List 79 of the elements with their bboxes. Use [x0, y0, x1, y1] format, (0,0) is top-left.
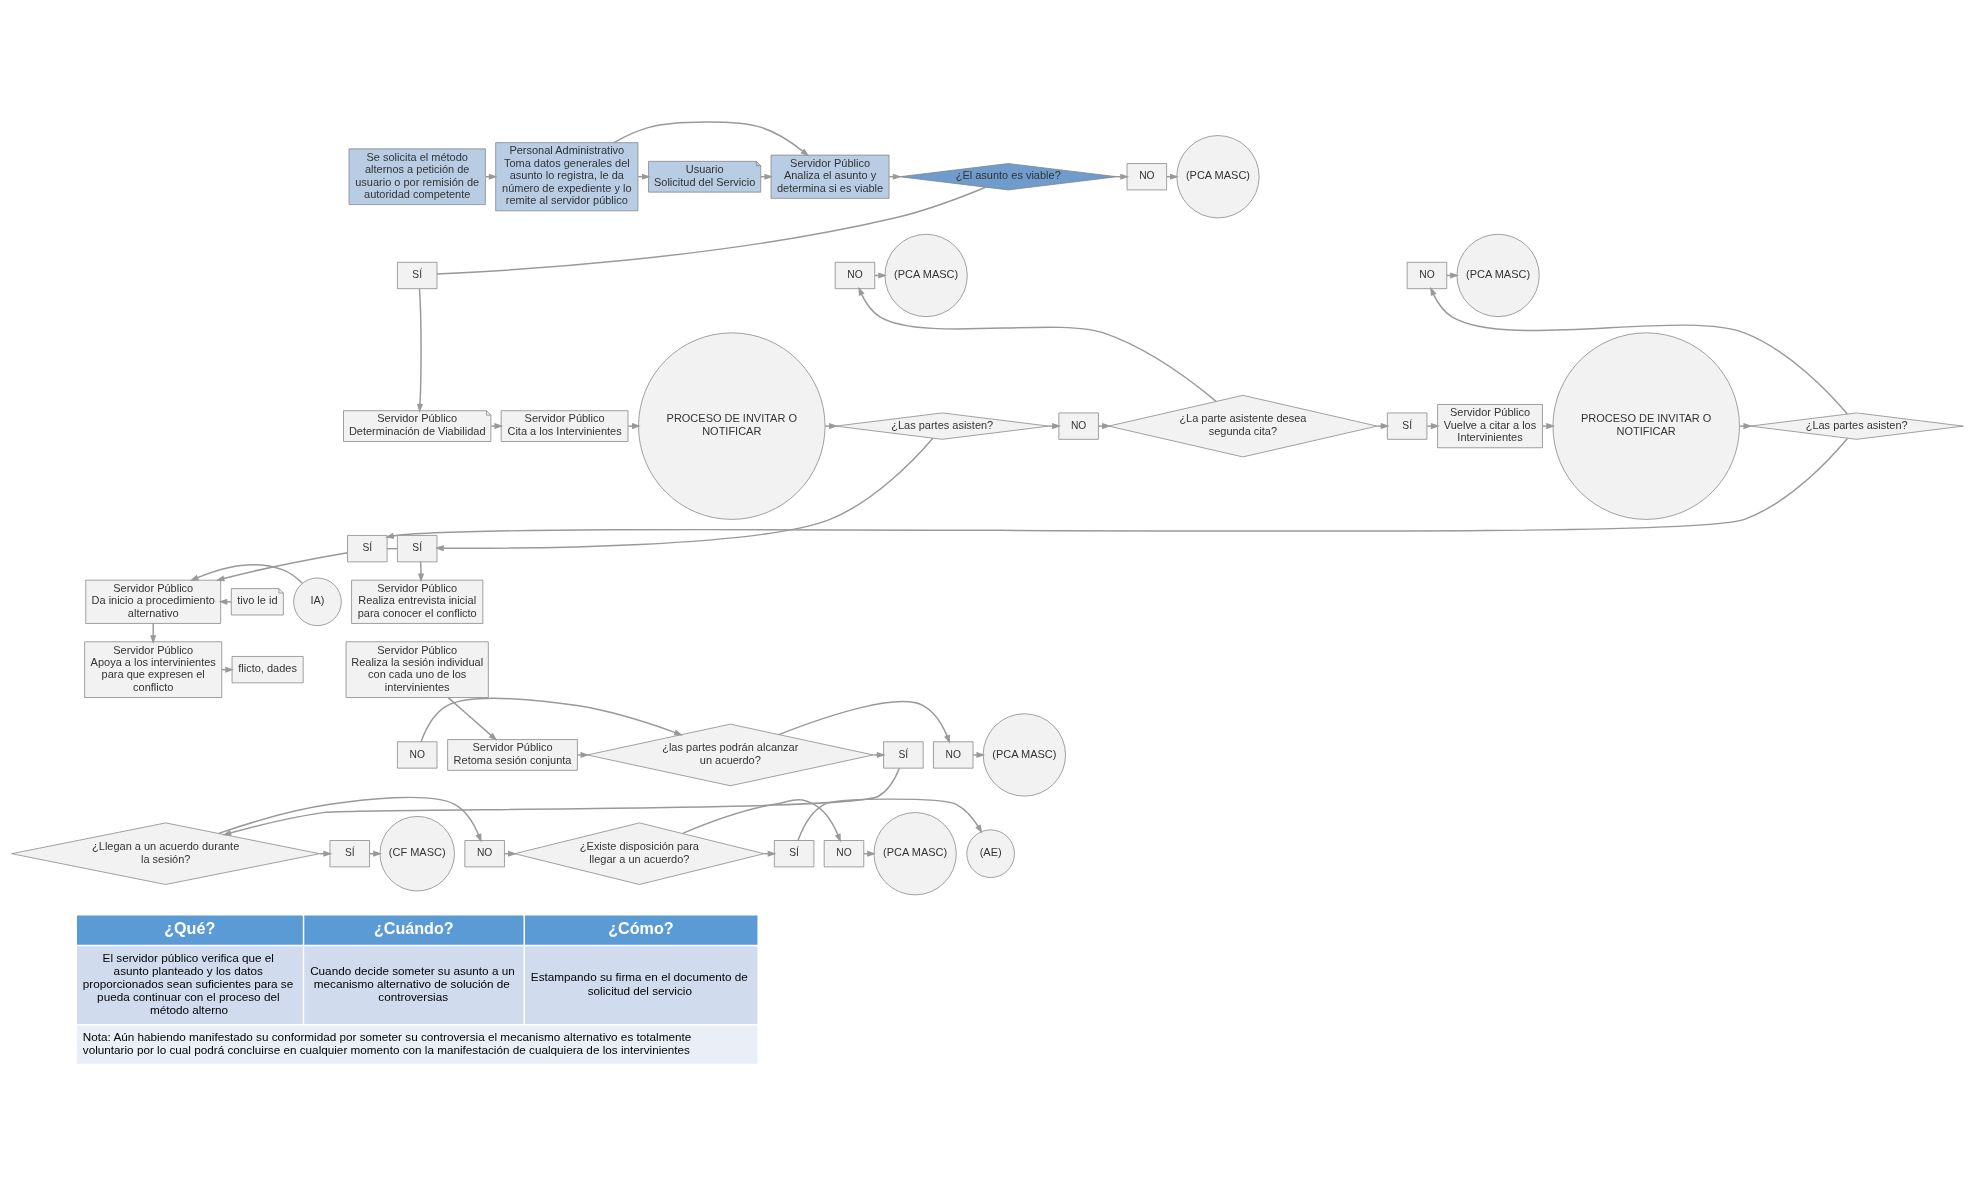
- node-box: SÍ: [347, 534, 388, 562]
- node-diamond: ¿Las partes asisten?: [1749, 412, 1964, 440]
- node-box: NO: [1126, 162, 1167, 190]
- node-box: Servidor Público Vuelve a citar a los Intervinientes: [1437, 403, 1543, 448]
- node-box: SÍ: [329, 839, 370, 867]
- label: Cuando decide someter su asunto a un mecanismo alternativo de solución de controversias: [310, 963, 515, 1003]
- node-circle: (CF MASC): [379, 815, 455, 891]
- node-diamond: ¿Las partes asisten?: [835, 412, 1050, 440]
- arrow: [576, 751, 590, 758]
- arrow: [490, 422, 504, 429]
- node-box: NO: [933, 740, 974, 768]
- node-box: NO: [823, 839, 865, 867]
- node-box: flicto, dades: [231, 655, 304, 683]
- node-box: SÍ: [397, 261, 438, 289]
- node-box: SÍ: [397, 534, 438, 562]
- arrow: [627, 422, 641, 429]
- node-box: Se solicita el método alternos a petición de usuario o por remisión de autoridad competente: [348, 148, 486, 205]
- node-diamond: ¿Llegan a un acuerdo durante la sesión?: [11, 822, 321, 885]
- arrow: [222, 766, 901, 836]
- arrow: [1541, 422, 1556, 429]
- arrow: [218, 796, 482, 842]
- node-box: Servidor Público Retoma sesión conjunta: [447, 738, 578, 771]
- label: ¿Qué?: [164, 918, 216, 937]
- arrow: [1097, 422, 1111, 429]
- node-box: NO: [397, 740, 438, 768]
- arrow: [150, 622, 157, 644]
- arrow: [218, 598, 232, 605]
- node-box: Servidor Público Realiza entrevista inicial para conocer el conflicto: [351, 579, 484, 624]
- node-box: NO: [834, 261, 876, 289]
- label: Estampando su firma en el documento de solicitud del servicio: [530, 969, 748, 997]
- label: ¿Cómo?: [608, 918, 674, 937]
- arrow: [613, 120, 810, 156]
- node-diamond: ¿La parte asistente desea segunda cita?: [1108, 394, 1378, 457]
- node-circle: (PCA MASC): [982, 712, 1066, 796]
- arrow: [872, 751, 886, 758]
- arrow: [824, 422, 838, 429]
- node-box: SÍ: [1387, 412, 1428, 440]
- arrow: [1048, 422, 1061, 429]
- arrow: [435, 437, 934, 551]
- arrow: [189, 563, 303, 584]
- node-circle: (PCA MASC): [1176, 134, 1260, 218]
- node-box: Servidor Público Apoya a los intervinientes para que expresen el conflicto: [84, 640, 223, 698]
- node-circle: PROCESO DE INVITAR O NOTIFICAR: [1552, 332, 1740, 520]
- arrow: [1426, 422, 1440, 429]
- label: ¿Cuándo?: [373, 918, 454, 937]
- node-box: NO: [1406, 261, 1448, 289]
- node-circle: IA): [293, 577, 342, 626]
- node-circle: (AE): [966, 829, 1015, 878]
- arrow: [420, 697, 683, 742]
- node-box: SÍ: [883, 740, 924, 768]
- node-box: Servidor Público Cita a los Intervinientes: [500, 409, 629, 442]
- arrow: [681, 798, 841, 842]
- arrow: [972, 751, 986, 758]
- arrow: [447, 696, 498, 741]
- arrow: [1430, 286, 1849, 415]
- arrow: [797, 797, 983, 841]
- arrow: [1376, 422, 1390, 429]
- arrow: [416, 287, 424, 413]
- node-box: Servidor Público Da inicio a procedimiento alternativo: [85, 579, 222, 624]
- node-box: SÍ: [773, 839, 815, 867]
- arrow: [215, 551, 349, 581]
- node-box: Servidor Público Realiza la sesión individual con cada uno de los intervinientes: [345, 640, 489, 698]
- arrow: [417, 560, 425, 582]
- node-circle: PROCESO DE INVITAR O NOTIFICAR: [638, 332, 826, 520]
- arrow: [385, 437, 1849, 539]
- arrow: [778, 700, 951, 744]
- node-circle: (PCA MASC): [873, 811, 957, 895]
- node-box: Servidor Público Analiza el asunto y determina si es viable: [770, 154, 890, 199]
- node-box: Personal Administrativo Toma datos generales del asunto lo registra, le da número de expediente y lo remite al servidor público: [495, 141, 639, 211]
- node-diamond: ¿El asunto es viable?: [899, 162, 1118, 190]
- label: El servidor público verifica que el asunto planteado y los datos proporcionados sean suficientes para se pueda continuar con el proceso del método alterno: [82, 950, 294, 1016]
- node-diamond: ¿Existe disposición para llegar a un acuerdo?: [514, 822, 765, 885]
- arrow: [858, 286, 1217, 402]
- node-box: NO: [1058, 412, 1099, 440]
- node-box: NO: [464, 839, 505, 867]
- node-diamond: ¿las partes podrán alcanzar un acuerdo?: [586, 723, 874, 786]
- label: Nota: Aún habiendo manifestado su conformidad por someter su controversia el mecanismo alternativo es totalmente voluntario por lo cual podrá concluirse en cualquier momento con la manifestación de cualquiera de los intervinientes: [82, 1029, 692, 1056]
- node-circle: (PCA MASC): [1456, 233, 1540, 317]
- node-circle: (PCA MASC): [884, 233, 968, 317]
